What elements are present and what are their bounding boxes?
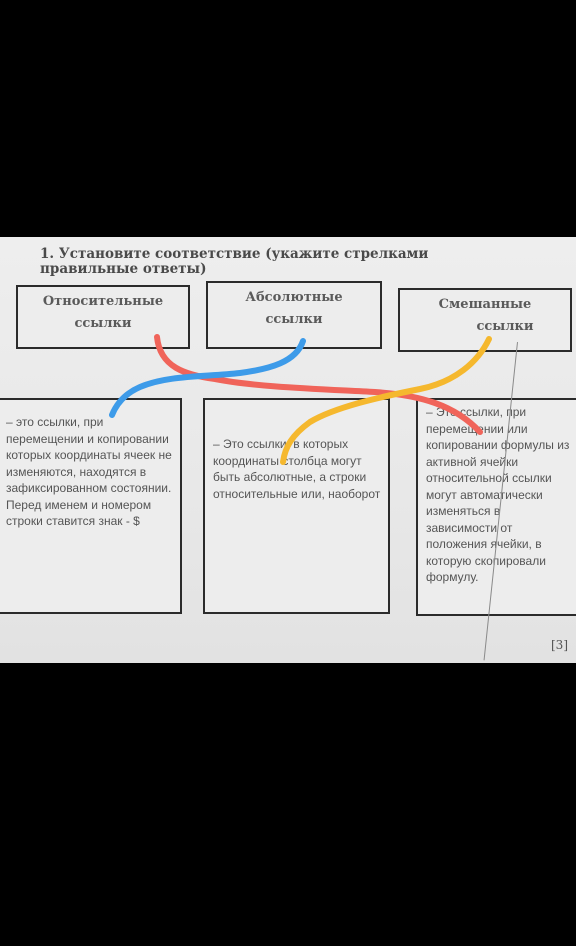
ink-annotations [109, 334, 492, 465]
description-relative-text: – Это ссылки, при перемещении или копиро… [426, 405, 570, 584]
box-mixed-links-line1: Смешанные [438, 297, 532, 312]
box-relative-links-line1: Относительные [42, 294, 164, 309]
box-relative-links: Относительные ссылки [16, 285, 190, 349]
description-absolute-text: – это ссылки, при перемещении и копирова… [6, 415, 172, 528]
description-relative: – Это ссылки, при перемещении или копиро… [416, 398, 576, 616]
orange-ink-line [280, 336, 492, 465]
question-title: 1. Установите соответствие (укажите стре… [40, 246, 429, 277]
blue-ink-line [109, 338, 306, 418]
box-mixed-links-line2: ссылки [476, 319, 534, 334]
worksheet-photo: 1. Установите соответствие (укажите стре… [0, 237, 576, 663]
box-absolute-links-line2: ссылки [265, 312, 323, 327]
box-absolute-links: Абсолютные ссылки [206, 281, 382, 349]
description-absolute: – это ссылки, при перемещении и копирова… [0, 398, 182, 614]
page-number: [3] [551, 638, 568, 652]
box-relative-links-line2: ссылки [74, 316, 132, 331]
box-absolute-links-line1: Абсолютные [245, 290, 343, 305]
description-mixed-text: – Это ссылки, в которых координаты столб… [213, 437, 381, 501]
red-ink-line [154, 334, 483, 435]
